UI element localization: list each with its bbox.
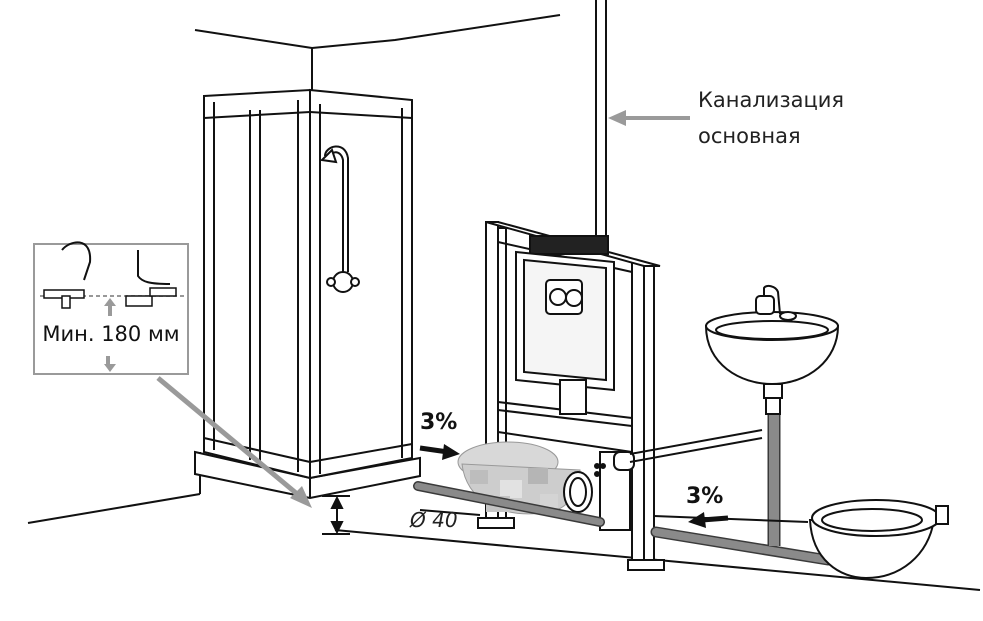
- shower-cabin: [194, 88, 421, 500]
- sewer-pointer-arrow: [608, 110, 690, 126]
- drain-pipes: [413, 410, 834, 566]
- wash-basin: [704, 311, 840, 415]
- slope-label-right: 3%: [686, 484, 724, 509]
- main-sewer-pipe: [595, 0, 607, 246]
- min-height-inset: [33, 241, 189, 375]
- shower-head-icon: [319, 145, 360, 293]
- slope-label-left: 3%: [420, 410, 458, 435]
- sewer-label-line1: Канализация: [698, 88, 845, 112]
- min-height-label: Мин. 180 мм: [42, 322, 180, 346]
- slope-arrow-right: [688, 512, 729, 528]
- slope-arrow-left: [419, 444, 460, 460]
- faucet-icon: [755, 284, 797, 321]
- pipe-diameter-label: Ø 40: [410, 508, 458, 532]
- sewer-label-line2: основная: [698, 124, 801, 148]
- wall-hung-toilet: [808, 499, 949, 580]
- inset-pointer-arrow: [156, 376, 312, 508]
- height-dimension-marker: [322, 495, 350, 535]
